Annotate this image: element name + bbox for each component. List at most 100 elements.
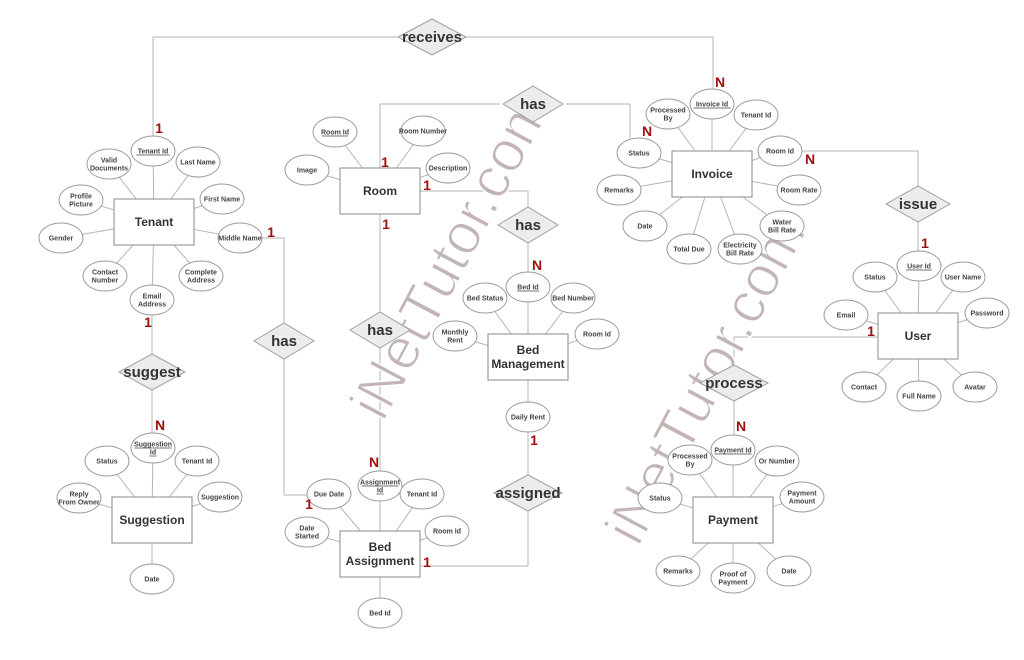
attribute-label: Reply	[69, 492, 88, 499]
attribute-date: Date	[622, 210, 668, 242]
relationship-label: suggest	[123, 364, 181, 381]
relationship-diamond	[117, 353, 187, 391]
attribute-room-id: Room Id	[757, 135, 803, 167]
attribute-user-id-primary-key: User Id	[896, 250, 942, 282]
attribute-room-rate: Room Rate	[776, 174, 822, 206]
cardinality-label: 1	[530, 432, 538, 448]
attribute-ellipse	[58, 184, 104, 216]
relationship-line-receives	[152, 36, 399, 136]
attribute-label: Payment Id	[714, 448, 751, 455]
attribute-ellipse	[757, 135, 803, 167]
attribute-label: Proof of	[720, 572, 747, 579]
attribute-label: Payment	[718, 580, 748, 587]
cardinality-label: 1	[155, 120, 163, 136]
attribute-full-name: Full Name	[896, 380, 942, 412]
relationship-process: process	[698, 364, 770, 402]
attribute-ellipse	[82, 260, 128, 292]
attribute-status: Status	[637, 482, 683, 514]
relationship-diamond	[253, 322, 315, 360]
attribute-label: Suggestion	[201, 495, 239, 502]
attribute-label: Suggestion	[134, 442, 172, 449]
attribute-ellipse	[940, 261, 986, 293]
attribute-label: Profile	[70, 194, 92, 201]
attribute-label: Total Due	[673, 247, 704, 254]
attribute-label: Password	[970, 311, 1003, 318]
attribute-label: Full Name	[902, 394, 936, 401]
entity-name: Management	[491, 357, 564, 371]
cardinality-label: N	[715, 74, 725, 90]
attribute-room-id-primary-key: Room Id	[312, 116, 358, 148]
attribute-ellipse	[284, 516, 330, 548]
attribute-label: Email	[837, 313, 856, 320]
attribute-label: Complete	[185, 270, 217, 277]
entity-box	[877, 312, 959, 360]
attribute-ellipse	[952, 371, 998, 403]
relationship-diamond	[698, 364, 770, 402]
attribute-bed-id: Bed Id	[357, 597, 403, 629]
attribute-bed-status: Bed Status	[462, 282, 508, 314]
attribute-ellipse	[424, 515, 470, 547]
relationship-label: has	[515, 217, 541, 234]
entity-box	[671, 150, 753, 198]
cardinality-label: 1	[267, 224, 275, 240]
attribute-ellipse	[637, 482, 683, 514]
attribute-label: First Name	[204, 197, 240, 204]
attribute-ellipse	[733, 99, 779, 131]
entity-box	[339, 167, 421, 215]
cardinality-label: 1	[921, 235, 929, 251]
attribute-ellipse	[754, 445, 800, 477]
entity-box	[113, 198, 195, 246]
cardinality-label: N	[532, 257, 542, 273]
attribute-avatar: Avatar	[952, 371, 998, 403]
relationship-label: has	[520, 96, 546, 113]
attribute-label: Address	[187, 278, 215, 285]
attribute-ellipse	[779, 481, 825, 513]
attribute-ellipse	[38, 222, 84, 254]
attribute-ellipse	[199, 183, 245, 215]
cardinality-label: N	[369, 454, 379, 470]
attribute-ellipse	[616, 137, 662, 169]
relationship-label: has	[271, 333, 297, 350]
attribute-label: Tenant Id	[741, 113, 772, 120]
attribute-ellipse	[306, 478, 352, 510]
attribute-room-id: Room Id	[574, 318, 620, 350]
attribute-ellipse	[56, 482, 102, 514]
relationship-label: has	[367, 322, 393, 339]
attribute-invoice-id-primary-key: Invoice Id	[689, 88, 735, 120]
attribute-label: Assignment	[360, 480, 401, 487]
attribute-tenant-id: Tenant Id	[733, 99, 779, 131]
attribute-ellipse	[667, 444, 713, 476]
attribute-ellipse	[645, 98, 691, 130]
attribute-user-name: User Name	[940, 261, 986, 293]
attribute-label: By	[686, 462, 695, 469]
relationship-assigned: assigned	[492, 474, 564, 512]
attribute-ellipse	[84, 445, 130, 477]
entity-name: Suggestion	[119, 513, 184, 527]
attribute-last-name: Last Name	[175, 146, 221, 178]
attribute-ellipse	[776, 174, 822, 206]
attribute-label: Processed	[672, 454, 707, 461]
relationship-label: process	[705, 375, 763, 392]
attribute-remarks: Remarks	[655, 555, 701, 587]
attribute-ellipse	[312, 116, 358, 148]
attribute-or-number: Or Number	[754, 445, 800, 477]
attribute-ellipse	[399, 478, 445, 510]
relationship-diamond	[492, 474, 564, 512]
attribute-password: Password	[964, 297, 1010, 329]
entity-box	[111, 496, 193, 544]
attribute-label: Amount	[789, 499, 816, 506]
attribute-daily-rent: Daily Rent	[505, 401, 551, 433]
attribute-ellipse	[175, 146, 221, 178]
relationship-has: has	[502, 85, 564, 123]
relationship-suggest: suggest	[117, 353, 187, 391]
